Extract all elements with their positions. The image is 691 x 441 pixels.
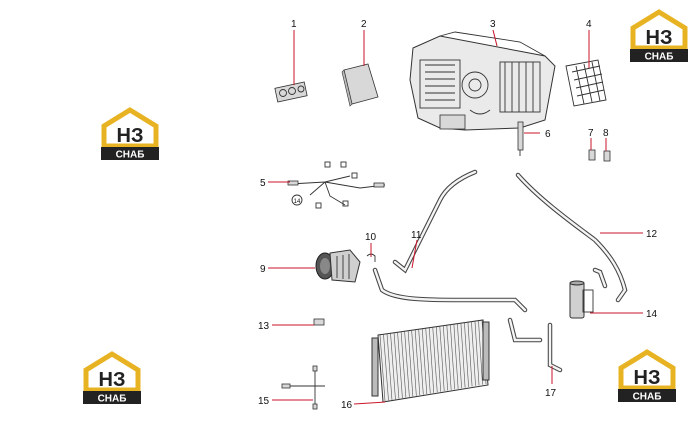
callout-numbers: 1 2 3 4 5 6 7 8 9 10 11 12 13 14 15 16 1…: [258, 19, 658, 411]
condenser-fin: [443, 325, 448, 391]
part-1-control-panel: [274, 81, 308, 103]
logo-icon: НЗ СНАБ: [618, 349, 676, 403]
logo-caption: СНАБ: [645, 52, 674, 63]
condenser-fin: [432, 327, 438, 393]
condenser-fin: [425, 328, 431, 394]
callout-9: 9: [260, 264, 266, 275]
condenser-fin: [414, 329, 421, 396]
condenser-fin: [397, 332, 403, 399]
callout-11: 11: [411, 230, 422, 241]
condenser-fin: [446, 325, 452, 390]
part-9-compressor: [315, 249, 361, 283]
logo-caption: СНАБ: [633, 392, 662, 403]
harness-tag: [291, 194, 303, 206]
condenser-fin: [460, 323, 466, 388]
harness-tag-label: 14: [294, 199, 301, 205]
part-11-hose: [392, 169, 478, 274]
callout-15: 15: [258, 396, 270, 407]
condenser-fin: [464, 322, 469, 387]
logo-mark: НЗ: [99, 369, 126, 391]
callout-2: 2: [361, 19, 367, 30]
condenser-fin: [439, 326, 445, 392]
condenser-fin: [411, 330, 417, 396]
condenser-fin: [435, 326, 442, 392]
part-5-wiring-harness: 14: [287, 161, 386, 209]
callout-14: 14: [646, 309, 658, 320]
condenser-fin: [386, 333, 393, 400]
condenser-fin: [478, 320, 483, 385]
condenser-fin: [467, 322, 473, 387]
condenser-fin: [400, 331, 407, 398]
logo-caption: СНАБ: [98, 394, 127, 405]
logo-mark: НЗ: [117, 125, 144, 147]
callout-4: 4: [586, 19, 592, 30]
callout-3: 3: [490, 19, 496, 30]
part-15-connector: [281, 365, 325, 410]
condenser-fin: [393, 332, 400, 399]
callout-13: 13: [258, 321, 270, 332]
part-13-clamp: [313, 318, 325, 326]
condenser-fin: [450, 324, 455, 390]
part-6-sensor: [517, 121, 524, 156]
callout-7: 7: [588, 128, 594, 139]
condenser-fin: [379, 334, 386, 402]
part-8-switch: [603, 150, 611, 162]
condenser-fin: [407, 330, 414, 397]
watermark-logo-left: НЗ СНАБ: [98, 106, 162, 162]
condenser-fin: [474, 321, 480, 386]
part-7-switch: [588, 149, 596, 161]
callout-1: 1: [291, 19, 297, 30]
watermark-logo-bottom-left: НЗ СНАБ: [80, 350, 144, 406]
logo-mark: НЗ: [646, 27, 673, 49]
condenser-fin: [453, 324, 459, 389]
callout-6: 6: [545, 129, 551, 140]
watermark-logo-bottom-right: НЗ СНАБ: [615, 348, 679, 404]
condenser-fin: [383, 334, 389, 401]
logo-icon: НЗ СНАБ: [101, 107, 159, 161]
condenser-fin: [404, 331, 410, 397]
part-pipe-lower: [507, 317, 543, 343]
callout-5: 5: [260, 178, 266, 189]
callout-12: 12: [646, 229, 658, 240]
logo-icon: НЗ СНАБ: [83, 351, 141, 405]
logo-caption: СНАБ: [116, 150, 145, 161]
part-3-hvac-unit: [409, 31, 556, 131]
part-4-cabin-filter: [565, 59, 607, 107]
leader-lines: [268, 29, 643, 405]
logo-icon: НЗ СНАБ: [630, 9, 688, 63]
part-10-11-line: [372, 267, 528, 313]
condenser-fin: [428, 327, 435, 393]
logo-mark: НЗ: [634, 367, 661, 389]
part-16-condenser: [371, 319, 490, 403]
condenser-fin: [390, 333, 396, 400]
part-17-line: [547, 322, 563, 373]
part-12-hose: [515, 172, 628, 303]
part-pipe-right: [592, 267, 608, 289]
callout-10: 10: [365, 232, 377, 243]
condenser-fin: [421, 328, 428, 394]
callout-17: 17: [545, 388, 557, 399]
condenser-fins: [379, 319, 487, 402]
watermark-logo-top-right: НЗ СНАБ: [627, 8, 691, 64]
condenser-fin: [457, 323, 462, 389]
condenser-fin: [418, 329, 424, 395]
callout-8: 8: [603, 128, 609, 139]
callout-16: 16: [341, 400, 353, 411]
condenser-fin: [471, 321, 476, 386]
part-14-receiver-drier: [569, 280, 594, 319]
part-2-filter: [341, 63, 379, 107]
